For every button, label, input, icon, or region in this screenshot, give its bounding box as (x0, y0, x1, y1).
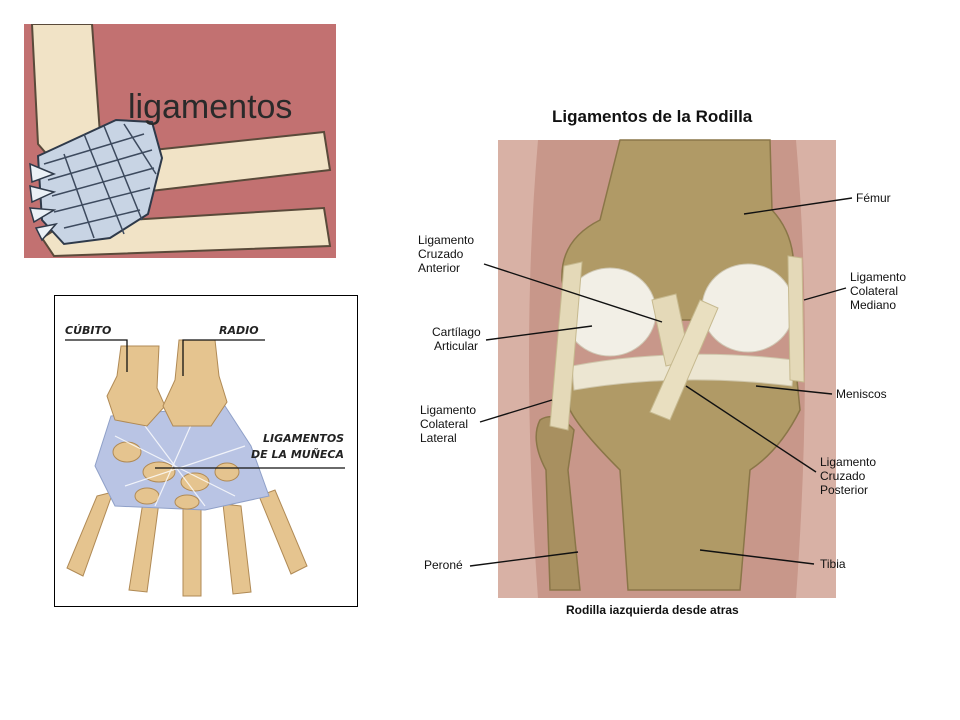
ulna-label: CÚBITO (65, 324, 111, 337)
knee-diagram: Ligamentos de la Rodilla (400, 90, 940, 630)
knee-caption: Rodilla iazquierda desde atras (566, 603, 739, 617)
pcl-label-3: Posterior (820, 483, 868, 497)
wrist-drawing: CÚBITO RADIO LIGAMENTOS DE LA MUÑECA (55, 296, 357, 606)
radius-label: RADIO (219, 324, 259, 337)
elbow-drawing: ligamentos (24, 23, 336, 258)
posterior-cruciate-ligament (649, 299, 719, 421)
femur-label: Fémur (856, 191, 891, 205)
pcl-label-2: Cruzado (820, 469, 866, 483)
acl-label-2: Cruzado (418, 247, 464, 261)
knee-drawing: Ligamentos de la Rodilla (418, 107, 906, 617)
lcl-label-2: Colateral (420, 417, 468, 431)
wrist-leader-lines (65, 339, 345, 469)
acl-label-3: Anterior (418, 261, 460, 275)
knee-title: Ligamentos de la Rodilla (552, 107, 753, 126)
tibia-label: Tibia (820, 557, 846, 571)
tibia-bone (569, 369, 801, 591)
ligament-fibers (43, 123, 157, 239)
lcl-label-1: Ligamento (420, 403, 476, 417)
elbow-label: ligamentos (128, 88, 292, 126)
mcl-label-3: Mediano (850, 298, 896, 312)
elbow-illustration: ligamentos (24, 23, 336, 258)
lateral-collateral-ligament (549, 261, 583, 431)
ulna-bone (106, 345, 166, 427)
cartilage-label-1: Cartílago (432, 325, 481, 339)
pcl-label-1: Ligamento (820, 455, 876, 469)
knee-leader-lines (469, 197, 853, 567)
metacarpal-bones (66, 489, 308, 597)
radius-bone (162, 339, 228, 427)
cartilage-label-2: Articular (434, 339, 478, 353)
medial-collateral-ligament (787, 255, 805, 383)
acl-label-1: Ligamento (418, 233, 474, 247)
meniscus-label: Meniscos (836, 387, 887, 401)
elbow-fan-ligament (28, 162, 59, 242)
mcl-label-1: Ligamento (850, 270, 906, 284)
elbow-ligaments (36, 118, 164, 246)
fibula-label: Peroné (424, 558, 463, 572)
ligaments-label-line2: DE LA MUÑECA (251, 448, 344, 461)
wrist-illustration: CÚBITO RADIO LIGAMENTOS DE LA MUÑECA (54, 295, 358, 607)
lcl-label-3: Lateral (420, 431, 457, 445)
ligaments-label-line1: LIGAMENTOS (263, 432, 344, 445)
ligament-fibers (114, 415, 246, 507)
mcl-label-2: Colateral (850, 284, 898, 298)
wrist-ligaments (94, 405, 270, 511)
